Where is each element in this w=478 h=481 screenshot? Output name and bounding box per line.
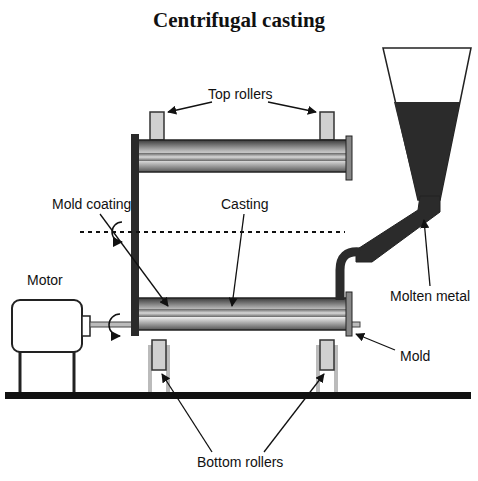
part-label: Top rollers [208, 86, 273, 102]
part-label: Molten metal [390, 288, 470, 304]
part-label: Casting [221, 196, 268, 212]
part-label: Mold coating [52, 196, 131, 212]
part-label: Bottom rollers [197, 454, 283, 470]
diagram-title: Centrifugal casting [153, 8, 325, 32]
part-label: Mold [400, 348, 430, 364]
part-label: Motor [27, 272, 63, 288]
